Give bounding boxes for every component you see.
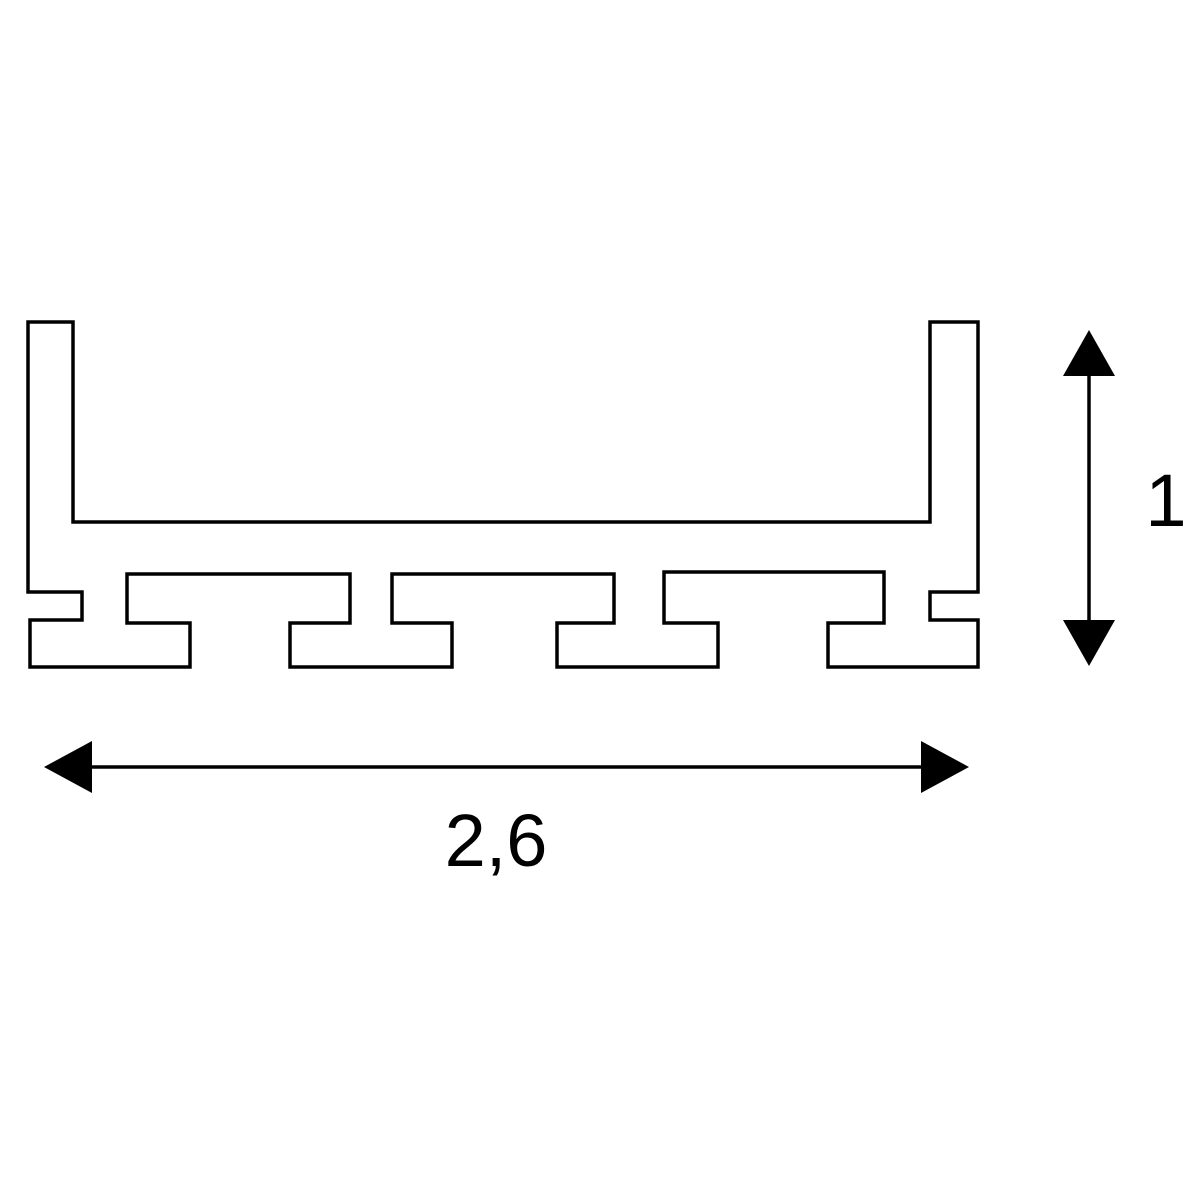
arrowhead-right-icon (921, 741, 969, 793)
height-label: 1 (1145, 459, 1186, 542)
arrowhead-up-icon (1063, 330, 1115, 376)
height-dimension: 1 (1063, 330, 1187, 666)
width-dimension: 2,6 (44, 741, 969, 882)
arrowhead-left-icon (44, 741, 92, 793)
arrowhead-down-icon (1063, 620, 1115, 666)
width-label: 2,6 (445, 799, 548, 882)
profile-cross-section (26, 320, 980, 669)
